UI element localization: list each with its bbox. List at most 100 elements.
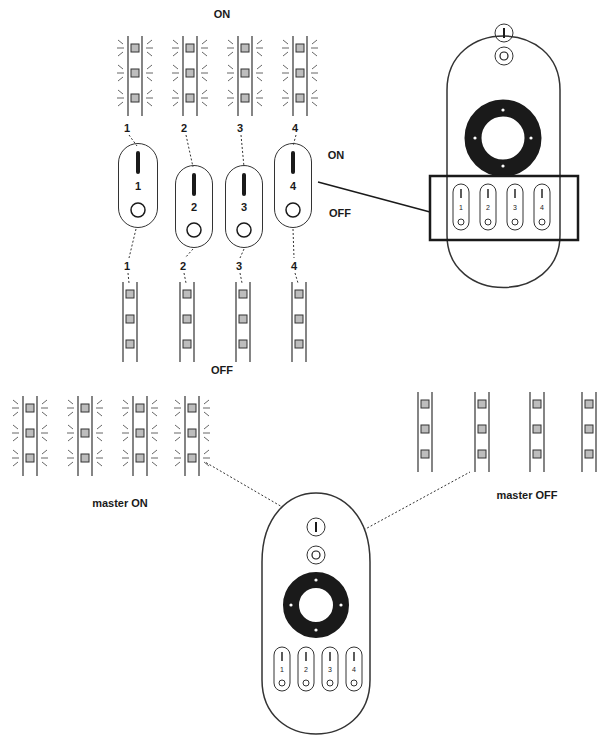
on-bar bbox=[541, 189, 543, 198]
off-circle bbox=[131, 203, 145, 217]
off-strips-zone bbox=[123, 282, 306, 362]
on-bar bbox=[192, 175, 196, 194]
zone-number: 1 bbox=[124, 122, 130, 134]
power-button bbox=[495, 47, 513, 65]
zone-button: 2 bbox=[175, 165, 213, 248]
off-circle bbox=[351, 680, 357, 686]
leader-line bbox=[129, 135, 137, 146]
control-wheel bbox=[291, 580, 341, 630]
button-number: 3 bbox=[328, 666, 332, 674]
on-bar bbox=[329, 652, 331, 661]
on-bar bbox=[291, 153, 295, 172]
zone-number: 4 bbox=[292, 122, 298, 134]
lit-strips-top bbox=[117, 36, 318, 116]
led-strip-on bbox=[122, 396, 158, 476]
highlight-box bbox=[430, 176, 578, 240]
on-bar bbox=[460, 189, 462, 198]
off-circle bbox=[327, 680, 333, 686]
wheel-dot bbox=[473, 136, 476, 139]
off-circle bbox=[485, 219, 491, 225]
remote-outline bbox=[262, 493, 370, 734]
wheel-dot bbox=[339, 603, 342, 606]
zone-button: 4 bbox=[274, 143, 312, 228]
led-strip-on bbox=[117, 36, 153, 116]
led-strip-on bbox=[12, 396, 48, 476]
on-bar bbox=[514, 189, 516, 198]
led-strip-off bbox=[582, 392, 596, 472]
zone-number: 3 bbox=[237, 122, 243, 134]
led-strip-off bbox=[530, 392, 544, 472]
state-heading: OFF bbox=[211, 364, 233, 376]
off-circle bbox=[286, 203, 300, 217]
leader-line bbox=[128, 273, 129, 283]
button-number: 2 bbox=[304, 666, 308, 674]
led-strip-off bbox=[180, 282, 194, 362]
leader-line bbox=[295, 273, 298, 283]
button-number: 3 bbox=[241, 201, 247, 213]
master-state: master OFF bbox=[496, 489, 557, 501]
leader-line bbox=[293, 229, 294, 258]
off-circle bbox=[539, 219, 545, 225]
led-strip-on bbox=[227, 36, 263, 116]
zone-buttons bbox=[453, 184, 550, 230]
off-circle bbox=[237, 223, 251, 237]
zone-button bbox=[298, 647, 314, 691]
master-state: master ON bbox=[92, 497, 148, 509]
zone-number: 3 bbox=[236, 260, 242, 272]
on-bar bbox=[136, 153, 140, 172]
dashed-leaders bbox=[128, 135, 470, 551]
button-number: 1 bbox=[459, 204, 463, 212]
zone-button bbox=[507, 184, 523, 230]
on-bar bbox=[242, 175, 246, 194]
led-strip-off bbox=[123, 282, 137, 362]
leader-line bbox=[186, 135, 193, 167]
master-off-strips bbox=[418, 392, 596, 472]
button-number: 4 bbox=[352, 666, 356, 674]
led-strip-on bbox=[67, 396, 103, 476]
led-strip-on bbox=[174, 396, 210, 476]
wheel-dot bbox=[501, 108, 504, 111]
led-strip-on bbox=[172, 36, 208, 116]
off-circle bbox=[279, 680, 285, 686]
led-strip-off bbox=[475, 392, 489, 472]
off-circle bbox=[500, 52, 508, 60]
power-button bbox=[495, 24, 513, 42]
zone-button bbox=[534, 184, 550, 230]
off-circle bbox=[312, 551, 320, 559]
led-strip-off bbox=[292, 282, 306, 362]
zone-buttons bbox=[274, 647, 362, 691]
power-button bbox=[307, 546, 325, 564]
zone-number: 1 bbox=[124, 260, 130, 272]
leader-line bbox=[129, 229, 136, 258]
master-remote bbox=[262, 493, 370, 734]
button-number: 1 bbox=[280, 666, 284, 674]
button-number: 2 bbox=[486, 204, 490, 212]
zone-button bbox=[274, 647, 290, 691]
power-button bbox=[307, 518, 325, 536]
off-circle bbox=[303, 680, 309, 686]
off-circle bbox=[458, 219, 464, 225]
on-bar bbox=[503, 28, 505, 38]
button-number: 2 bbox=[191, 201, 197, 213]
master-on-strips bbox=[12, 396, 210, 476]
off-circle bbox=[512, 219, 518, 225]
zone-number: 2 bbox=[181, 122, 187, 134]
wheel-dot bbox=[314, 578, 317, 581]
button-number: 4 bbox=[540, 204, 544, 212]
on-bar bbox=[281, 652, 283, 661]
remote-outline bbox=[447, 36, 560, 288]
leader-line bbox=[241, 135, 244, 167]
on-bar bbox=[353, 652, 355, 661]
zone-button bbox=[346, 647, 362, 691]
zone-button: 3 bbox=[225, 165, 263, 248]
button-number: 3 bbox=[513, 204, 517, 212]
wheel-dot bbox=[501, 164, 504, 167]
wheel-dot bbox=[289, 603, 292, 606]
zone-number: 2 bbox=[180, 260, 186, 272]
led-strip-off bbox=[236, 282, 250, 362]
wheel-dot bbox=[314, 628, 317, 631]
zone-button bbox=[480, 184, 496, 230]
zone-button: 1 bbox=[118, 143, 158, 228]
